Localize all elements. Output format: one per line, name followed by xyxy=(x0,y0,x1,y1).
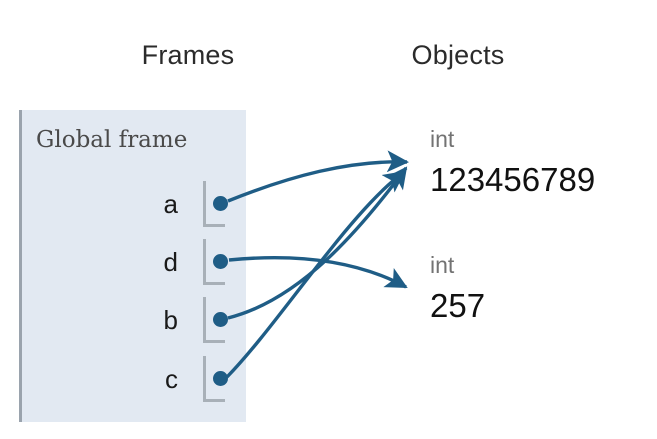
variable-slot-bracket xyxy=(203,239,225,285)
object-int-257: int 257 xyxy=(430,252,486,324)
global-frame-box xyxy=(19,110,246,422)
variable-row-d[interactable]: d xyxy=(100,233,248,291)
objects-column-header: Objects xyxy=(411,40,505,70)
variable-row-c[interactable]: c xyxy=(100,350,248,408)
pointer-dot-c[interactable] xyxy=(213,371,228,386)
object-int-123456789: int 123456789 xyxy=(430,126,596,198)
arrow-d-to-int-257 xyxy=(228,256,408,289)
pointer-dot-a[interactable] xyxy=(213,196,228,211)
arrow-c-to-int-123456789 xyxy=(225,170,406,379)
object-value-label: 123456789 xyxy=(430,161,596,198)
object-type-label: int xyxy=(430,126,455,152)
variable-name-a: a xyxy=(163,189,178,219)
variable-name-b: b xyxy=(163,305,178,335)
global-frame-title: Global frame xyxy=(36,127,188,153)
variable-slot-bracket xyxy=(203,356,225,402)
pointer-dot-d[interactable] xyxy=(213,254,228,269)
variable-slot-bracket xyxy=(203,181,225,227)
object-value-label: 257 xyxy=(430,287,486,324)
pointer-dot-b[interactable] xyxy=(213,312,228,327)
variable-name-d: d xyxy=(163,247,178,277)
arrow-a-to-int-123456789 xyxy=(227,150,409,203)
variable-row-b[interactable]: b xyxy=(100,291,248,349)
arrow-b-to-int-123456789 xyxy=(227,166,408,320)
variable-row-a[interactable]: a xyxy=(100,175,248,233)
variable-name-c: c xyxy=(165,364,178,394)
object-type-label: int xyxy=(430,252,455,278)
frames-column-header: Frames xyxy=(141,40,235,70)
variable-slot-bracket xyxy=(203,297,225,343)
